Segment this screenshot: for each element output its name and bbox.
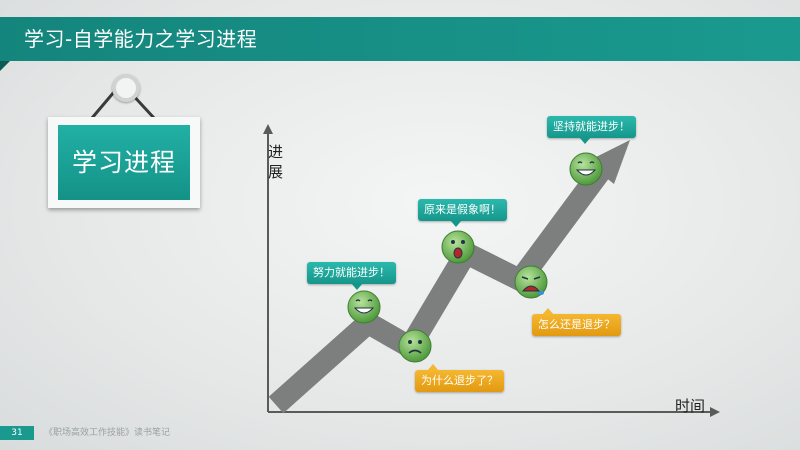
sign-title: 学习进程 — [58, 125, 190, 200]
x-axis-label: 时间 — [675, 397, 706, 415]
happy-face-icon — [347, 290, 381, 324]
happy-face-icon — [569, 152, 603, 186]
y-axis-label: 进展 — [268, 143, 284, 181]
footer-caption: 《职场高效工作技能》读书笔记 — [44, 428, 171, 438]
speech-bubble-text: 原来是假象啊！ — [424, 203, 501, 216]
y-axis-arrowhead — [263, 124, 273, 134]
progress-arrow — [268, 165, 609, 414]
sign-hook — [112, 74, 140, 102]
speech-bubble-1: 努力就能进步！ — [307, 262, 396, 290]
speech-bubble-text: 坚持就能进步！ — [553, 120, 630, 133]
speech-bubble-text: 努力就能进步！ — [313, 266, 390, 279]
sign-board: 学习进程 — [48, 117, 200, 208]
speech-bubble-5: 坚持就能进步！ — [547, 116, 636, 144]
page-number: 31 — [0, 426, 34, 440]
bubble-tail — [351, 283, 363, 290]
bubble-tail — [579, 137, 591, 144]
speech-bubble-text: 为什么退步了？ — [421, 374, 498, 387]
header-bar: 学习-自学能力之学习进程 — [0, 17, 800, 61]
worried-face-icon — [398, 329, 432, 363]
page-title: 学习-自学能力之学习进程 — [24, 27, 258, 51]
progress-arrow-head — [586, 140, 630, 184]
bubble-tail — [542, 308, 554, 315]
bubble-tail — [450, 220, 462, 227]
speech-bubble-text: 怎么还是退步？ — [538, 318, 615, 331]
x-axis-arrowhead — [710, 407, 720, 417]
speech-bubble-2: 为什么退步了？ — [415, 364, 504, 392]
bubble-tail — [427, 364, 439, 371]
surprised-face-icon — [441, 230, 475, 264]
speech-bubble-4: 怎么还是退步？ — [532, 308, 621, 336]
crying-face-icon — [514, 265, 548, 299]
speech-bubble-3: 原来是假象啊！ — [418, 199, 507, 227]
header-fold-decoration — [0, 61, 10, 71]
